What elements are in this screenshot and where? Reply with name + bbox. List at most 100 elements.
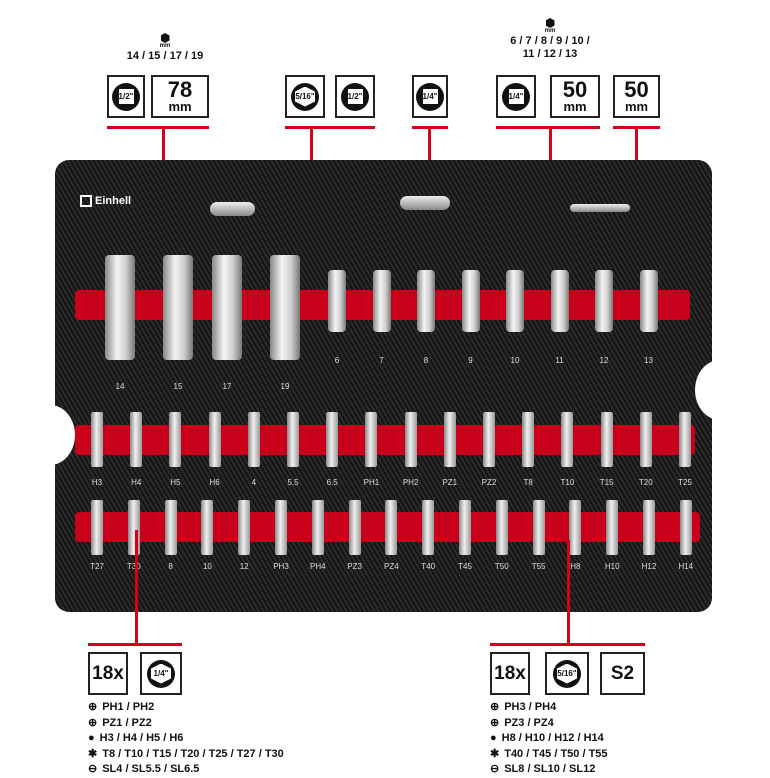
material-badge: S2	[600, 652, 645, 695]
bit-label: T8	[523, 478, 533, 487]
bit-list-text: PZ1 / PZ2	[102, 716, 152, 729]
phillips-icon: ⊕	[490, 701, 500, 713]
bit-socket	[208, 412, 221, 467]
bit-list-text: H8 / H10 / H12 / H14	[501, 732, 604, 744]
socket-small	[417, 270, 435, 332]
brand-logo: Einhell	[80, 195, 131, 207]
slotted-icon: ⊖	[490, 763, 500, 775]
drive-badge: 1/4"	[412, 75, 448, 118]
bit	[238, 500, 251, 555]
bit-label: H5	[170, 478, 181, 487]
socket-label: 12	[599, 356, 609, 365]
bit-label: 12	[239, 562, 249, 571]
hex-drive-icon: 1/4"	[147, 659, 175, 688]
bit-label: PH4	[310, 562, 326, 571]
bit-label: T27	[90, 562, 104, 571]
bit-label: T20	[638, 478, 653, 487]
hex-icon	[160, 33, 170, 43]
slotted-icon: ⊖	[88, 763, 98, 775]
bit-socket	[365, 412, 378, 467]
socket-label: 6	[334, 356, 340, 365]
bit-label: T50	[494, 562, 509, 571]
socket-label: 14	[115, 382, 125, 391]
bit-list-item: ⊕PH1 / PH2	[88, 700, 284, 716]
socket-large	[270, 255, 300, 360]
socket-small	[639, 270, 658, 332]
pozidriv-icon: ⊕	[88, 716, 98, 729]
bit-list-text: PH1 / PH2	[102, 701, 155, 713]
hex-drive-icon: 5/16"	[291, 82, 319, 111]
bit-label: H12	[641, 562, 657, 571]
bit-socket	[443, 412, 456, 467]
bit-list-item: ●H8 / H10 / H12 / H14	[490, 731, 608, 747]
bit-list-text: H3 / H4 / H5 / H6	[99, 732, 184, 744]
socket-small	[461, 270, 480, 332]
drive-badge: 1/2"	[107, 75, 145, 118]
bit-socket	[404, 412, 417, 467]
socket-small	[506, 270, 524, 332]
socket-label: 10	[510, 356, 520, 365]
bit	[606, 500, 619, 555]
callout-line	[285, 126, 375, 129]
bit-socket	[600, 412, 613, 467]
bit	[91, 500, 103, 555]
pozidriv-icon: ⊕	[490, 716, 500, 729]
bit-socket	[287, 412, 299, 467]
square-drive-icon: 1/2"	[341, 82, 369, 111]
bit	[459, 500, 471, 555]
hex-socket-icon: ●	[88, 732, 95, 744]
bit-list-item: ⊕ PZ1 / PZ2	[88, 716, 284, 732]
socket-large	[105, 255, 135, 360]
bit-label: PH2	[402, 478, 419, 487]
bit-label: 8	[168, 562, 173, 571]
bit-socket	[130, 412, 143, 467]
socket-label: 13	[644, 356, 653, 365]
bit-label: 4	[251, 478, 257, 487]
socket-label: 11	[555, 356, 564, 365]
callout-line	[135, 530, 138, 645]
socket-small	[595, 270, 613, 332]
bit	[643, 500, 655, 555]
bit-label: T40	[421, 562, 436, 571]
bit-socket	[169, 412, 182, 467]
callout-line	[107, 126, 209, 129]
drive-badge: 1/4"	[496, 75, 536, 118]
bit-socket	[326, 412, 339, 467]
bit-label: PZ2	[481, 478, 497, 487]
bit-list-item: ● H3 / H4 / H5 / H6	[88, 731, 284, 747]
universal-joint	[210, 202, 255, 216]
bit-list-right: ⊕PH3 / PH4⊕PZ3 / PZ4●H8 / H10 / H12 / H1…	[490, 700, 608, 778]
bit-label: H8	[570, 562, 581, 571]
socket-label: 8	[423, 356, 429, 365]
socket-small	[328, 270, 346, 332]
bit-label: H6	[209, 478, 220, 487]
hex-drive-badge: 5/16"	[285, 75, 325, 118]
bit	[311, 500, 324, 555]
bit	[422, 500, 435, 555]
square-drive-icon: 1/2"	[112, 82, 140, 111]
bit-label: PH3	[273, 562, 289, 571]
bit-socket	[561, 412, 574, 467]
socket-large	[212, 255, 242, 360]
hex-drive-badge: 1/4"	[140, 652, 182, 695]
extension-bar	[570, 204, 630, 212]
bit-label: 6.5	[326, 478, 338, 487]
socket-small	[372, 270, 391, 332]
bit	[532, 500, 545, 555]
bit-socket	[679, 412, 691, 467]
adapter	[400, 196, 450, 210]
bit	[569, 500, 582, 555]
bit	[164, 500, 177, 555]
bit-label: PZ4	[384, 562, 399, 571]
bit-label: T25	[678, 478, 692, 487]
hex-drive-icon: 5/16"	[553, 659, 581, 688]
bit-label: H4	[131, 478, 142, 487]
socket-label: 9	[468, 356, 473, 365]
socket-label: 17	[222, 382, 232, 391]
bit-label: T15	[599, 478, 614, 487]
bit-list-text: PZ3 / PZ4	[504, 716, 554, 729]
bit-label: PZ1	[442, 478, 458, 487]
